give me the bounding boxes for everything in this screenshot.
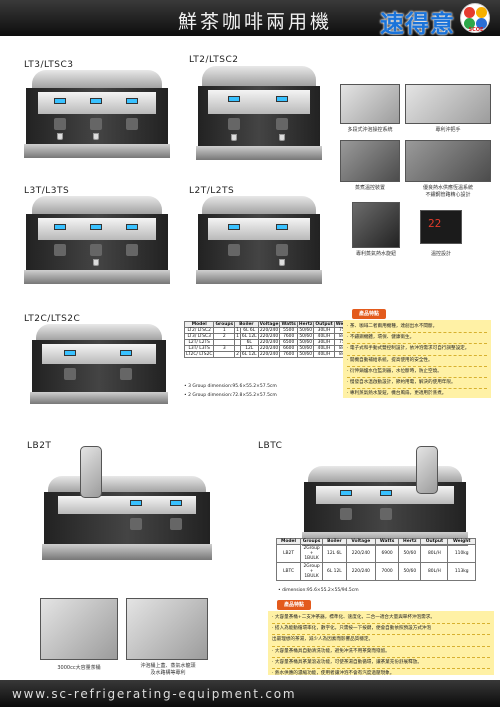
model-label-lt2: LT2/LTSC2 — [189, 55, 239, 65]
tea-urn — [80, 446, 102, 498]
photo-tea-urn-3000cc — [40, 598, 118, 660]
feature-item: ‧ 大容量茶桶具茶葉滾返功能，可使茶湯自動循環，讓茶葉充份舒展釋放。 — [272, 658, 490, 670]
page-footer: www.sc-refrigerating-equipment.com — [0, 680, 500, 707]
features-list-1: ‧ 茶、咖啡二者兩用機種，達創出水不間斷。 ‧ 不鏽鋼機體，環保、健康衛生。 ‧… — [343, 320, 491, 398]
page-title: 鮮茶咖啡兩用機 — [178, 11, 333, 33]
features-title-2: 產品特點 — [277, 600, 311, 610]
model-label-l3t: L3T/L3TS — [24, 186, 70, 196]
machine-image-l2t — [194, 196, 324, 296]
feature-item: ‧ 大容量茶桶+二支沖茶器，標準化、速度化，二合一適合大量與單杯沖泡需求。 — [272, 613, 490, 625]
feature-item: ‧ 不鏽鋼機體，環保、健康衛生。 — [347, 333, 487, 345]
machine-image-lt2 — [194, 66, 324, 172]
bottom-caption-1: 3000cc大容量茶桶 — [57, 665, 101, 671]
feature-item: 出最理想的茶湯，減少人為因素而影響品質穩定。 — [272, 635, 490, 647]
machine-image-l3t — [22, 196, 172, 296]
detail-caption-3: 蒸煮溫控裝置 — [354, 185, 385, 191]
detail-caption-5: 專利蒸氣熱水旋鈕 — [355, 251, 396, 257]
features-title-1: 產品特點 — [352, 309, 386, 319]
detail-photo-temp-control: 22 — [420, 210, 462, 244]
page-header: 鮮茶咖啡兩用機 速得意 SCOE — [0, 0, 500, 38]
photo-brew-urn-detail — [126, 598, 208, 660]
detail-caption-4: 優良熱水供應恆溫系統 不鏽鋼管路精心設計 — [422, 185, 473, 198]
feature-item: ‧ 慢發自水溫啟動設計，節約用電，解決的使用年限。 — [347, 378, 487, 390]
temp-display: 22 — [428, 217, 442, 230]
features-list-2: ‧ 大容量茶桶+二支沖茶器，標準化、速度化，二合一適合大量與單杯沖泡需求。 ‧ … — [268, 611, 494, 676]
model-label-lt3: LT3/LTSC3 — [24, 60, 74, 70]
feature-item: ‧ 衍伸鍋爐水位監測器，水位斷時，防止空燒。 — [347, 367, 487, 379]
detail-photo-piping — [405, 140, 491, 182]
brand-name: 速得意 — [380, 10, 455, 38]
model-label-l2t: L2T/L2TS — [189, 186, 235, 196]
spec-table-lt-series: Model Groups Boiler Voltage Watts Hertz … — [183, 321, 356, 358]
dimension-3-group: • 3 Group dimension:95.6×55.2×57.5cm — [184, 384, 277, 389]
detail-photo-portafilter — [405, 84, 491, 124]
footer-url[interactable]: www.sc-refrigerating-equipment.com — [12, 687, 297, 701]
detail-caption-6: 溫控設計 — [430, 251, 451, 257]
spec-table-header: Model Groups Boiler Voltage Watts Hertz … — [183, 321, 356, 328]
feature-item: ‧ 大容量茶桶具自動清洗功能，避免冲洗不用茶葉而殘留。 — [272, 647, 490, 658]
brand-logo-icon: SCOE — [460, 3, 490, 33]
feature-item: ‧ 開機自動補給系統，提高使用的安全性。 — [347, 356, 487, 367]
detail-photo-boiler — [340, 140, 400, 182]
dimension-2-group: • 2 Group dimension:72.8×55.2×57.5cm — [184, 393, 277, 398]
detail-caption-1: 多段式沖泡操控系統 — [347, 127, 393, 133]
brand-logo-text: SCOE — [468, 27, 484, 33]
detail-photo-steam-knob — [352, 202, 400, 248]
detail-photo-control-panel — [340, 84, 400, 124]
bottom-caption-2: 沖泡桶上蓋、蒸氣水龍頭 及水路構等專利 — [140, 663, 196, 676]
model-label-lb2t: LB2T — [27, 441, 52, 451]
machine-image-lt3 — [22, 70, 172, 170]
feature-item: ‧ 電子式和手動式雙控制設計，依沖泡需求可自行調整設定。 — [347, 344, 487, 356]
detail-caption-2: 專利沖把手 — [435, 127, 461, 133]
feature-item: ‧ 茶、咖啡二者兩用機種，達創出水不間斷。 — [347, 322, 487, 334]
feature-item: ‧ 熱水供應的濃縮功能，使用者讓沖泡不會有汽度過壓現象。 — [272, 671, 395, 677]
model-label-lt2c: LT2C/LTS2C — [24, 314, 81, 324]
machine-image-lt2c — [28, 324, 170, 414]
feature-item: ‧ 專利蒸氣熱水旋鈕，機台風扇，更適用於蒸煮。 — [347, 391, 447, 397]
tea-urn-lbtc — [416, 446, 438, 494]
machine-image-lb2t — [38, 446, 216, 578]
feature-item: ‧ 搭入為能動循環率化，數字化，只需按一下按鍵，便會自動依照預設方式沖泡 — [272, 624, 490, 636]
model-label-lbtc: LBTC — [258, 441, 283, 451]
dimension-lb: • dimension:95.6×55.2×55/94.5cm — [278, 588, 359, 593]
